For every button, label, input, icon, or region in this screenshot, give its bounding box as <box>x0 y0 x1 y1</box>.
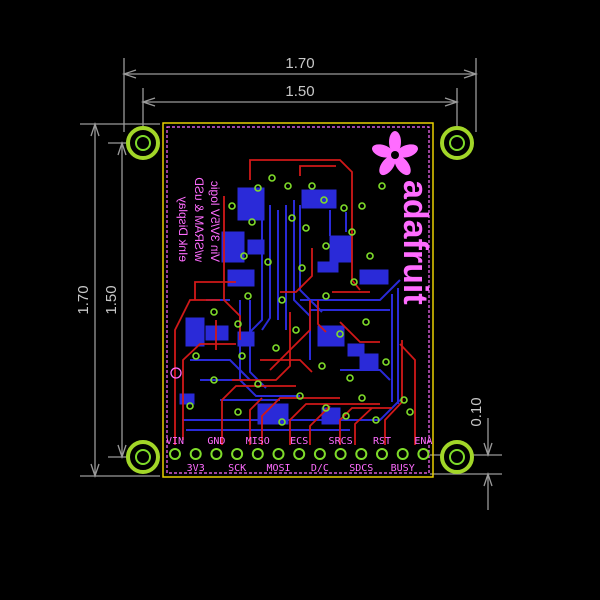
mount-hole-top-right <box>440 126 474 160</box>
pin-label-busy: BUSY <box>391 463 415 474</box>
pin-label-ecs: ECS <box>290 436 308 447</box>
header-pin-pad <box>293 448 306 460</box>
header-pins: VIN 3V3 GND SCK MISO MOSI ECS D/C SRCS SDCS RST BUS… <box>166 436 432 474</box>
header-pin-pad <box>334 448 347 460</box>
pin-offset-label: 0.10 <box>468 397 485 426</box>
header-pin-pad <box>396 448 409 460</box>
board-outline <box>162 122 434 478</box>
header-pin-pad <box>169 448 181 460</box>
header-pin-pad <box>231 448 244 460</box>
header-pin-pad <box>417 448 430 460</box>
silkscreen-frame <box>166 126 430 474</box>
adafruit-logo: adafruit <box>372 131 434 305</box>
vias <box>186 174 414 426</box>
pin-label-vin: VIN <box>166 436 184 447</box>
header-pin-pad <box>376 448 388 460</box>
dimension-lines <box>80 58 502 510</box>
pin-label-mosi: MOSI <box>266 463 290 474</box>
height-outer-label: 1.70 <box>75 285 92 314</box>
pin-label-3v3: 3V3 <box>187 463 205 474</box>
pin-label-sdcs: SDCS <box>349 463 373 474</box>
mounting-holes <box>126 126 474 474</box>
header-pin-pad <box>210 448 223 460</box>
pin1-marker <box>170 367 182 379</box>
adafruit-logo-text: adafruit <box>396 180 434 305</box>
top-copper-layer <box>174 159 416 445</box>
flower-icon <box>372 131 418 176</box>
header-pin-pad <box>189 448 202 460</box>
header-pin-pad <box>272 448 285 460</box>
board-title-line1: eInk Display <box>176 197 190 262</box>
header-pin-pad <box>313 448 326 460</box>
pin-label-gnd: GND <box>207 436 225 447</box>
pin-label-d-c: D/C <box>311 463 329 474</box>
board-title-line2: w/SRAM & uSD <box>192 177 206 263</box>
pin-label-rst: RST <box>373 436 391 447</box>
pin-label-miso: MISO <box>246 436 270 447</box>
board-title-line3: Vin 3V/5V logic <box>208 181 222 262</box>
width-inner-label: 1.50 <box>285 83 314 100</box>
board-title-block: eInk Display w/SRAM & uSD Vin 3V/5V logi… <box>176 177 222 263</box>
mount-hole-bottom-left <box>126 440 160 474</box>
width-outer-label: 1.70 <box>285 55 314 72</box>
header-pin-pad <box>251 448 264 460</box>
mount-hole-top-left <box>126 126 160 160</box>
pin-label-sck: SCK <box>228 463 246 474</box>
mount-hole-bottom-right <box>440 440 474 474</box>
pin-label-ena: ENA <box>414 436 432 447</box>
height-inner-label: 1.50 <box>103 285 120 314</box>
header-pin-pad <box>355 448 368 460</box>
pin-label-srcs: SRCS <box>329 436 353 447</box>
